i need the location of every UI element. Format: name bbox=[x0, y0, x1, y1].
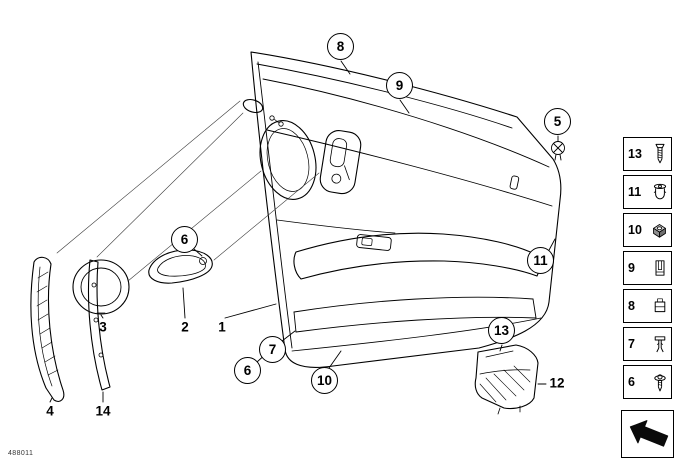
leader-lines bbox=[49, 60, 559, 403]
legend-item-number: 7 bbox=[628, 337, 635, 351]
map-pocket-drawing bbox=[293, 296, 537, 333]
legend-item-6[interactable]: 6 bbox=[623, 365, 672, 399]
screw-icon bbox=[655, 143, 665, 164]
callout-10[interactable]: 10 bbox=[311, 367, 338, 394]
part-label-2[interactable]: 2 bbox=[181, 319, 189, 335]
legend-item-number: 6 bbox=[628, 375, 635, 389]
clip-grommet-drawing bbox=[551, 141, 565, 161]
part-label-3[interactable]: 3 bbox=[99, 319, 107, 335]
mount-bracket-drawing bbox=[474, 344, 539, 415]
part-label-12[interactable]: 12 bbox=[549, 375, 565, 391]
construction-lines bbox=[56, 100, 320, 282]
legend-item-9[interactable]: 9 bbox=[623, 251, 672, 285]
legend-item-number: 10 bbox=[628, 223, 642, 237]
continue-arrow-icon bbox=[629, 420, 668, 447]
door-pull-handle-drawing bbox=[148, 249, 213, 284]
callout-6-bottom[interactable]: 6 bbox=[234, 357, 261, 384]
grommet-screw-icon bbox=[654, 373, 666, 391]
flat-clip-icon bbox=[654, 298, 666, 313]
legend-item-8[interactable]: 8 bbox=[623, 289, 672, 323]
speaker-opening-drawing bbox=[259, 120, 317, 200]
armrest-drawing bbox=[293, 232, 541, 280]
part-label-1[interactable]: 1 bbox=[218, 319, 226, 335]
stud-clip-icon bbox=[654, 336, 666, 353]
callout-13[interactable]: 13 bbox=[488, 317, 515, 344]
callout-8[interactable]: 8 bbox=[327, 33, 354, 60]
door-release-handle-drawing bbox=[319, 130, 362, 195]
legend-item-number: 11 bbox=[628, 185, 642, 199]
callout-7[interactable]: 7 bbox=[259, 336, 286, 363]
sheet-metal-clip-icon bbox=[655, 260, 665, 276]
continue-arrow-button[interactable] bbox=[621, 410, 674, 458]
speaker-ring-drawing bbox=[72, 259, 130, 315]
legend-item-number: 13 bbox=[628, 147, 642, 161]
callout-6-left[interactable]: 6 bbox=[171, 226, 198, 253]
legend-item-10[interactable]: 10 bbox=[623, 213, 672, 247]
pillar-trim-drawing bbox=[30, 256, 65, 402]
diagram-code: 488011 bbox=[8, 450, 34, 457]
legend-item-7[interactable]: 7 bbox=[623, 327, 672, 361]
legend-item-13[interactable]: 13 bbox=[623, 137, 672, 171]
expanding-rivet-icon bbox=[653, 183, 667, 200]
tweeter-opening-drawing bbox=[242, 98, 264, 114]
door-panel-drawing bbox=[242, 51, 562, 368]
callout-9[interactable]: 9 bbox=[386, 72, 413, 99]
nut-clip-icon bbox=[653, 224, 666, 238]
lock-knob-drawing bbox=[509, 175, 520, 190]
legend-item-11[interactable]: 11 bbox=[623, 175, 672, 209]
part-label-14[interactable]: 14 bbox=[95, 403, 111, 419]
callout-5[interactable]: 5 bbox=[544, 108, 571, 135]
callout-11[interactable]: 11 bbox=[527, 247, 554, 274]
legend-item-number: 8 bbox=[628, 299, 635, 313]
fastener-legend: 13 11 10 bbox=[623, 137, 672, 399]
part-label-4[interactable]: 4 bbox=[46, 403, 54, 419]
legend-item-number: 9 bbox=[628, 261, 635, 275]
